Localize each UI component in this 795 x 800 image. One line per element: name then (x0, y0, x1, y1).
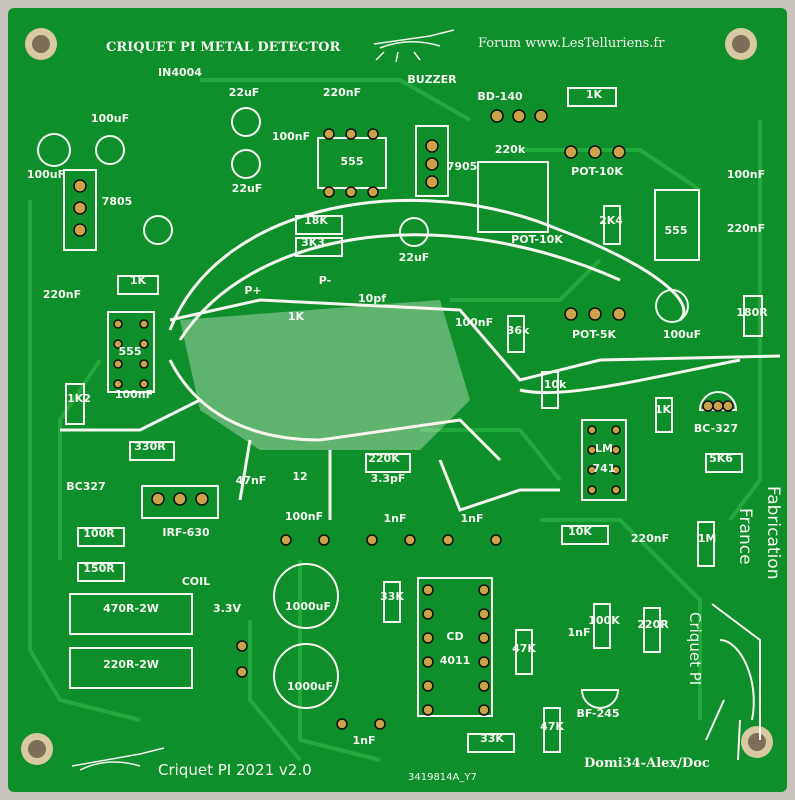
label-r18k: 18K (304, 214, 328, 227)
label-r100k: 100K (588, 614, 620, 627)
label-r1k-top: 1K (586, 88, 603, 101)
label-c1000uf-b: 1000uF (287, 680, 333, 693)
made-in-1: Fabrication (763, 486, 783, 579)
label-cd4011: CD (446, 630, 463, 643)
label-r150r: 150R (83, 562, 115, 575)
label-c1nf-d: 1nF (353, 734, 376, 747)
label-r1k-mid: 1K (130, 274, 147, 287)
label-ic555-r: 555 (665, 224, 688, 237)
label-c100nf-r: 100nF (727, 168, 765, 181)
component-labels: IN4004 22uF 220nF BUZZER BD-140 1K 100uF 100nF 5… (27, 66, 768, 747)
pads (73, 109, 734, 730)
label-pot10k-a: POT-10K (571, 165, 623, 178)
label-r5k6: 5K6 (709, 452, 733, 465)
label-c220nf-r: 220nF (727, 222, 765, 235)
label-c100uf-top: 100uF (91, 112, 129, 125)
label-r220k: 220k (495, 143, 526, 156)
label-c100nf-a: 100nF (272, 130, 310, 143)
label-r220r: 220R (637, 618, 669, 631)
label-r180r: 180R (736, 306, 768, 319)
label-r10k-v: 10k (544, 378, 567, 391)
label-pot5k: POT-5K (572, 328, 617, 341)
label-r330r: 330R (134, 440, 166, 453)
label-r1m: 1M (698, 532, 717, 545)
label-c220nf-b: 220nF (631, 532, 669, 545)
label-c22uf-c: 22uF (399, 251, 430, 264)
label-r220k-b: 220K (368, 452, 400, 465)
label-lm741: LM (595, 442, 613, 455)
label-r100r: 100R (83, 527, 115, 540)
label-r1k2: 1K2 (67, 392, 91, 405)
label-c47nf: 47nF (236, 474, 267, 487)
board-outline (8, 8, 787, 792)
board-title: CRIQUET PI METAL DETECTOR (106, 40, 341, 55)
label-c100nf-b: 100nF (455, 316, 493, 329)
label-c1nf-a: 1nF (384, 512, 407, 525)
made-in-2: France (735, 508, 755, 565)
label-r1k-v: 1K (655, 403, 672, 416)
label-coil: COIL (182, 575, 211, 588)
label-r2k4: 2K4 (599, 214, 623, 227)
label-c100uf-left: 100uF (27, 168, 65, 181)
label-c1000uf-a: 1000uF (285, 600, 331, 613)
label-r47k-a: 47K (512, 642, 536, 655)
board-version: Criquet PI 2021 v2.0 (158, 761, 312, 779)
label-irf630: IRF-630 (162, 526, 210, 539)
label-c100uf-r: 100uF (663, 328, 701, 341)
label-u7805: 7805 (102, 195, 133, 208)
label-in4004: IN4004 (158, 66, 202, 79)
label-r33k: 33K (380, 590, 404, 603)
label-r470r: 470R-2W (103, 602, 159, 615)
label-r1k-c: 1K (288, 310, 305, 323)
forum-url: Forum www.LesTelluriens.fr (478, 36, 665, 51)
label-r47k-b: 47K (540, 720, 564, 733)
label-pplus-a: P+ (244, 284, 261, 297)
label-v12: 12 (292, 470, 307, 483)
label-c22uf-a: 22uF (229, 86, 260, 99)
label-bd140: BD-140 (477, 90, 523, 103)
side-name: Criquet PI (686, 612, 704, 685)
label-c1nf-b: 1nF (461, 512, 484, 525)
board-serial: 3419814A_Y7 (408, 772, 477, 783)
label-c100nf-c: 100nF (115, 388, 153, 401)
board-authors: Domi34-Alex/Doc (584, 756, 710, 771)
cricket-logo-side (705, 603, 761, 761)
label-c220nf-l: 220nF (43, 288, 81, 301)
label-r10k-h: 10K (568, 525, 592, 538)
label-v33: 3.3V (213, 602, 241, 615)
cricket-logo-top (373, 29, 455, 63)
label-ic555-l: 555 (119, 345, 142, 358)
label-pplus-b: P- (319, 274, 331, 287)
label-c220nf-top: 220nF (323, 86, 361, 99)
cricket-body-fill (180, 300, 470, 450)
label-bc327: BC-327 (694, 422, 738, 435)
label-buzzer: BUZZER (407, 73, 457, 86)
mounting-holes (21, 28, 773, 765)
label-bc327-l: BC327 (66, 480, 105, 493)
copper-traces (28, 78, 762, 762)
label-r3k3: 3K3 (301, 236, 325, 249)
label-c10pf: 10pf (358, 292, 386, 305)
label-c22uf-b: 22uF (232, 182, 263, 195)
label-u7905: 7905 (447, 160, 478, 173)
label-cd4011b: 4011 (440, 654, 471, 667)
label-c1nf-c: 1nF (568, 626, 591, 639)
cricket-artwork (60, 198, 781, 520)
label-c3p3: 3.3pF (371, 472, 406, 485)
label-c100nf-d: 100nF (285, 510, 323, 523)
label-lm741b: 741 (593, 462, 616, 475)
cricket-logo-bottom (71, 747, 165, 771)
label-bf245: BF-245 (576, 707, 619, 720)
label-r33k-b: 33K (480, 732, 504, 745)
label-r220r-2w: 220R-2W (103, 658, 159, 671)
label-r36k: 36k (507, 324, 530, 337)
label-ic555-top: 555 (341, 155, 364, 168)
label-pot10k-b: POT-10K (511, 233, 563, 246)
